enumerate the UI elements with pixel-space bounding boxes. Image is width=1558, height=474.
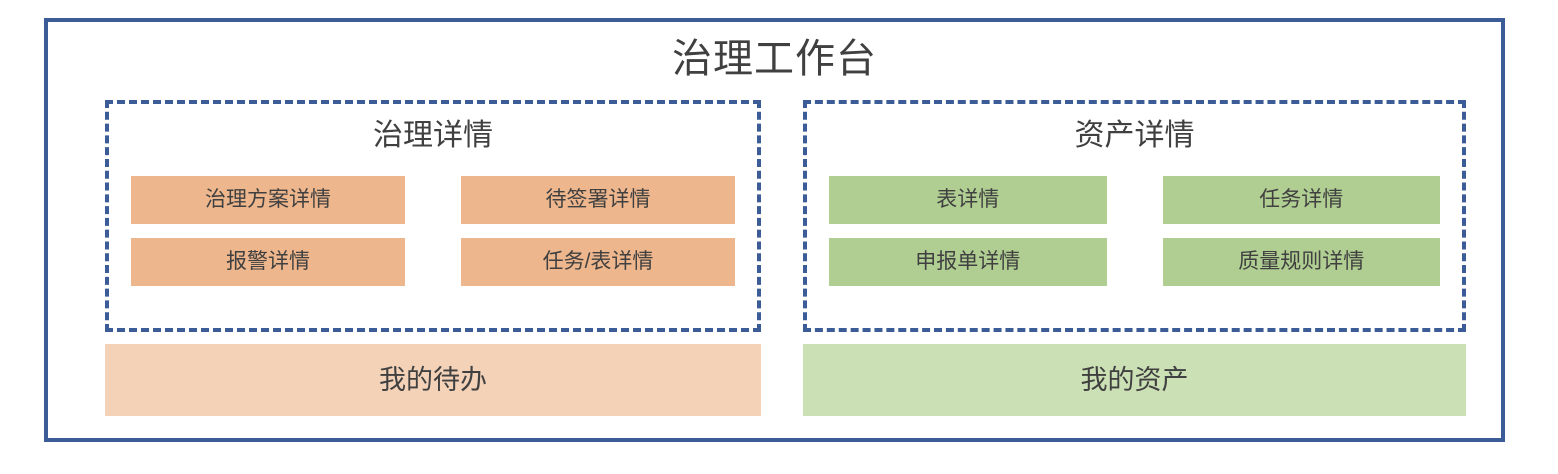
chip-grid-asset-details: 表详情 任务详情 申报单详情 质量规则详情 (807, 176, 1462, 286)
panel-asset-details: 资产详情 表详情 任务详情 申报单详情 质量规则详情 (803, 100, 1466, 332)
chip-quality-rule-details[interactable]: 质量规则详情 (1162, 238, 1440, 286)
chip-grid-governance-details: 治理方案详情 待签署详情 报警详情 任务/表详情 (109, 176, 757, 286)
chip-table-details[interactable]: 表详情 (829, 176, 1107, 224)
panel-title-asset-details: 资产详情 (1074, 119, 1195, 152)
chip-task-details[interactable]: 任务详情 (1162, 176, 1440, 224)
panel-governance-details: 治理详情 治理方案详情 待签署详情 报警详情 任务/表详情 (105, 100, 761, 332)
chip-governance-plan-details[interactable]: 治理方案详情 (131, 176, 405, 224)
chip-declaration-form-details[interactable]: 申报单详情 (829, 238, 1107, 286)
bottom-bars-row: 我的待办 我的资产 (48, 344, 1501, 422)
chip-alarm-details[interactable]: 报警详情 (131, 238, 405, 286)
bar-my-assets[interactable]: 我的资产 (803, 344, 1466, 416)
panels-row: 治理详情 治理方案详情 待签署详情 报警详情 任务/表详情 资产详情 表详情 任… (48, 100, 1501, 332)
chip-task-table-details[interactable]: 任务/表详情 (461, 238, 735, 286)
governance-workbench-frame: 治理工作台 治理详情 治理方案详情 待签署详情 报警详情 任务/表详情 资产详情… (44, 18, 1505, 442)
bar-my-todo[interactable]: 我的待办 (105, 344, 761, 416)
panel-title-governance-details: 治理详情 (373, 119, 493, 152)
page-title: 治理工作台 (672, 37, 877, 81)
chip-pending-signature-details[interactable]: 待签署详情 (461, 176, 735, 224)
